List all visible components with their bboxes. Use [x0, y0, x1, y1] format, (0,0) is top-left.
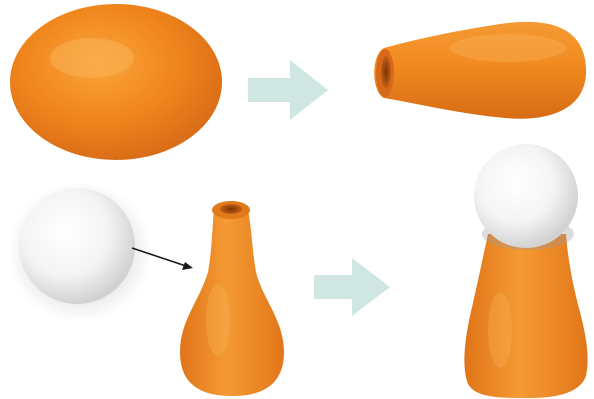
right-arrow-icon — [314, 258, 390, 316]
stretched-balloon-horizontal — [374, 22, 586, 119]
white-ball — [8, 182, 152, 322]
upright-balloon — [180, 201, 284, 396]
right-arrow-icon — [248, 60, 328, 120]
ball-in-balloon — [464, 144, 587, 398]
oval-balloon — [10, 4, 222, 160]
